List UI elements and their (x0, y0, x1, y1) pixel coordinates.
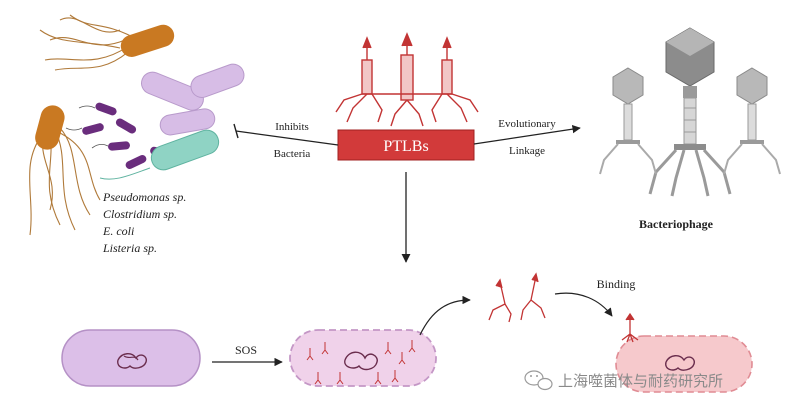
bacteria-cluster: Pseudomonas sp. Clostridium sp. E. coli … (29, 14, 245, 255)
teal-bacterium (99, 129, 220, 180)
binding-label: Binding (597, 277, 636, 291)
release-arrow (419, 295, 471, 336)
bacteriophage-small-right (723, 67, 781, 175)
bacteriophage-label: Bacteriophage (639, 217, 714, 231)
species-4: Listeria sp. (102, 241, 157, 255)
species-1: Pseudomonas sp. (102, 190, 186, 204)
flagellated-bacterium-top (39, 14, 136, 71)
inhibits-connector: Inhibits Bacteria (233, 121, 339, 160)
species-3: E. coli (102, 224, 134, 238)
evolutionary-label-line2: Linkage (509, 145, 545, 157)
watermark: 上海噬菌体与耐药研究所 (524, 370, 723, 391)
bacterial-cell-induced (289, 329, 437, 387)
bacteriophage-small-left (599, 67, 657, 175)
bacteriophage-group: Bacteriophage (599, 27, 781, 231)
released-ptlbs (488, 272, 546, 323)
wechat-icon (524, 370, 553, 391)
inhibits-label-line1: Inhibits (275, 121, 309, 133)
species-list: Pseudomonas sp. Clostridium sp. E. coli … (102, 190, 186, 255)
sos-connector: SOS (212, 343, 283, 367)
rod-bacterium-orange-top (120, 24, 175, 57)
species-2: Clostridium sp. (103, 207, 177, 221)
bacteriophage-large (648, 27, 732, 197)
rod-bacterium-lavender-2 (190, 63, 245, 98)
ptlbs-label: PTLBs (383, 138, 428, 155)
sos-label: SOS (235, 343, 257, 357)
bound-ptlb (621, 312, 639, 343)
ptlb-structure-top (335, 32, 479, 127)
internal-ptlbs (306, 340, 416, 385)
rod-bacterium-lavender-3 (159, 108, 216, 136)
rod-bacterium-lavender-1 (141, 71, 204, 111)
flagellated-bacterium-bottom (29, 127, 101, 236)
evolutionary-label-line1: Evolutionary (498, 118, 556, 130)
inhibits-label-line2: Bacteria (274, 148, 311, 160)
bacterial-cell-initial (61, 329, 201, 387)
binding-connector: Binding (554, 277, 636, 317)
ptlbs-box: PTLBs (337, 129, 475, 161)
watermark-text: 上海噬菌体与耐药研究所 (558, 372, 723, 390)
bacterial-cell-target (615, 312, 753, 393)
rod-bacterium-orange-bottom (35, 105, 65, 150)
evolutionary-connector: Evolutionary Linkage (473, 118, 581, 157)
